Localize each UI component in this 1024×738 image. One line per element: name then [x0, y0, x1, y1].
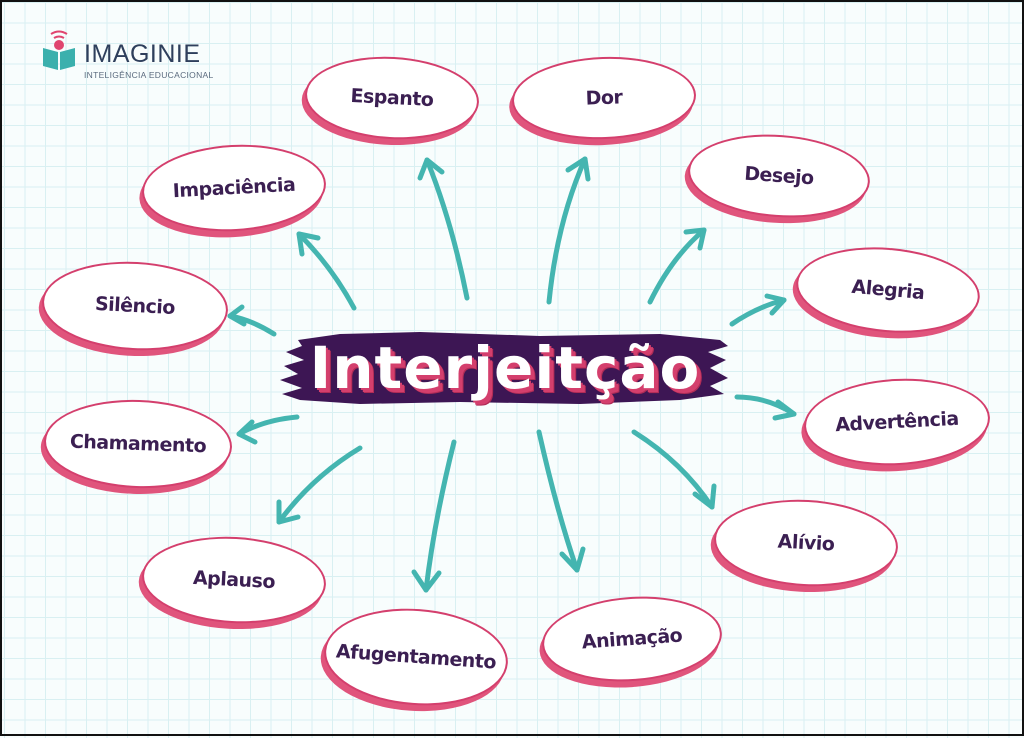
node-label: Advertência	[834, 407, 960, 437]
logo-tagline: INTELIGÊNCIA EDUCACIONAL	[84, 70, 214, 80]
node-label: Afugentamento	[335, 640, 497, 674]
node-label: Chamamento	[69, 430, 207, 458]
node-label: Dor	[585, 86, 623, 110]
arrow-animacao	[536, 429, 580, 573]
node-label: Impaciência	[172, 173, 296, 203]
central-title: Interjeitção	[309, 334, 701, 402]
arrow-alivio	[631, 429, 715, 510]
node-label: Alívio	[777, 530, 835, 556]
brush-stroke	[280, 332, 728, 404]
node-label: Aplauso	[192, 566, 276, 594]
arrow-dor	[546, 156, 588, 305]
imaginie-logo: IMAGINIE INTELIGÊNCIA EDUCACIONAL	[42, 28, 242, 88]
node-label: Desejo	[743, 162, 815, 190]
arrow-aplauso	[276, 445, 363, 525]
arrow-impaciencia	[296, 231, 357, 311]
arrow-afugentamento	[423, 439, 457, 593]
node-label: Silêncio	[94, 292, 176, 320]
central-topic: Interjeitção	[280, 324, 730, 412]
node-label: Espanto	[350, 84, 434, 112]
arrow-desejo	[647, 227, 707, 305]
logo-name: IMAGINIE	[84, 40, 201, 68]
book-reader-icon	[43, 30, 75, 70]
node-label: Alegria	[850, 275, 926, 305]
arrow-espanto	[424, 157, 470, 301]
node-label: Animação	[581, 624, 683, 654]
